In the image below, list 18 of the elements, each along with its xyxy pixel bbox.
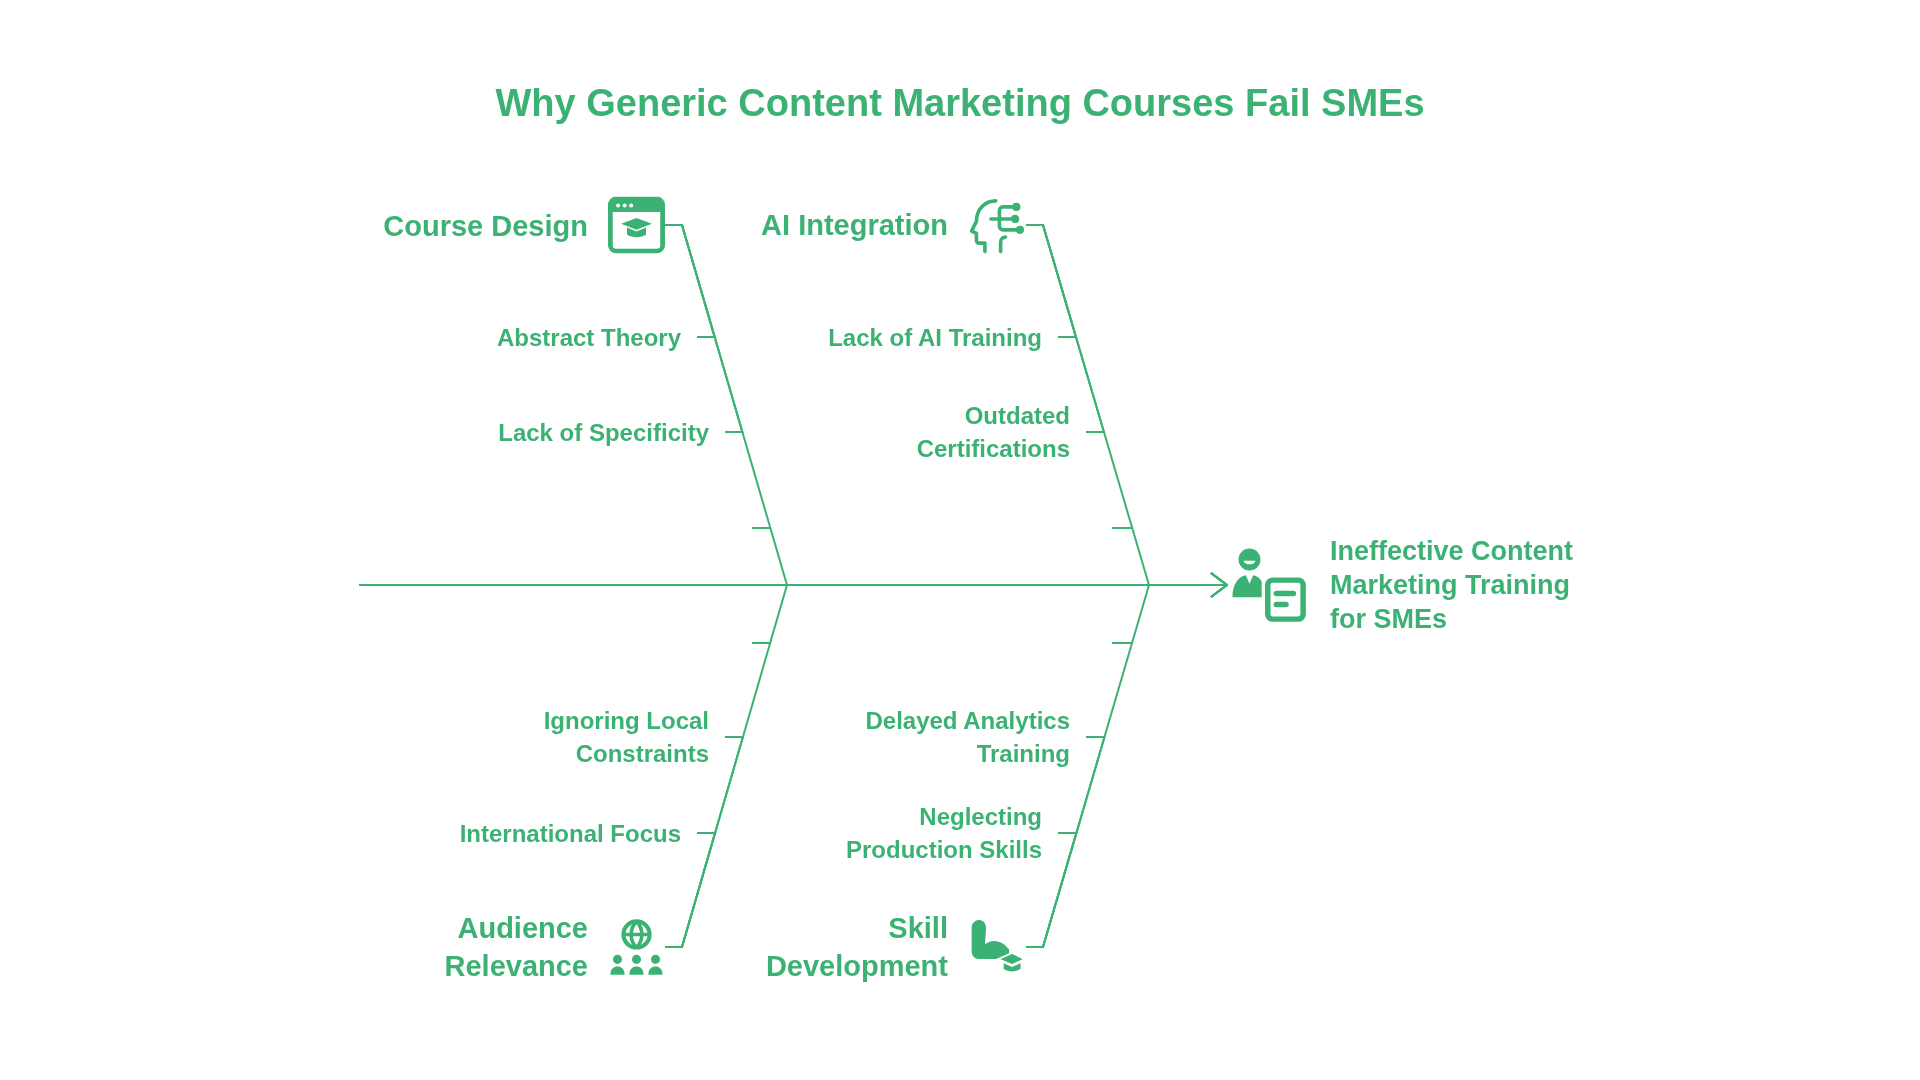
cause-label: Ignoring Local Constraints: [519, 704, 709, 770]
category-label: AI Integration: [761, 208, 948, 243]
branch-line: [664, 224, 744, 433]
diagram-title: Why Generic Content Marketing Courses Fail SMEs: [495, 81, 1425, 126]
category-label: Skill Development: [764, 911, 948, 984]
category-label: Audience Relevance: [443, 911, 588, 984]
cause-label: Outdated Certifications: [880, 399, 1070, 465]
cause-label: Lack of Specificity: [498, 415, 709, 449]
cause-label: International Focus: [459, 816, 681, 850]
cause-label: Lack of AI Training: [828, 320, 1042, 354]
category-label: Course Design: [383, 208, 588, 244]
branch-line: [1025, 224, 1106, 433]
branch-line: [664, 832, 717, 948]
branch-line: [1025, 832, 1078, 948]
cause-label: Delayed Analytics Training: [848, 704, 1070, 770]
effect-label: Ineffective Content Marketing Training for SMEs: [1330, 535, 1575, 636]
cause-label: Neglecting Production Skills: [830, 800, 1042, 866]
cause-label: Abstract Theory: [496, 320, 681, 354]
